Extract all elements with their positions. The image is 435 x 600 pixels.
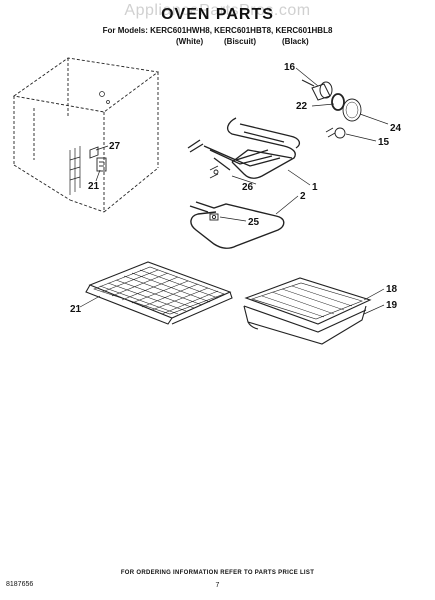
light-bulb-part-15 [325, 127, 346, 139]
element-terminal-part-26 [209, 165, 219, 179]
models-line: For Models: KERC601HWH8, KERC601HBT8, KE… [102, 26, 333, 35]
callout-26: 26 [242, 182, 254, 193]
document-number: 8187656 [6, 581, 34, 588]
callout-1: 1 [312, 182, 318, 193]
callout-21: 21 [70, 304, 82, 315]
callout-16: 16 [284, 62, 296, 73]
terminal-block-part-22 [96, 157, 107, 172]
oven-cavity [12, 57, 160, 213]
broil-pan-part-19 [243, 305, 367, 345]
bracket-part-27 [89, 146, 99, 159]
callout-19: 19 [386, 300, 398, 311]
light-socket-part-16 [301, 79, 333, 101]
callout-24: 24 [390, 123, 402, 134]
callout-15: 15 [378, 137, 390, 148]
callout-labels: 16 22 24 15 27 21 26 1 2 25 21 18 19 [70, 62, 402, 315]
callout-22: 21 [88, 181, 100, 192]
light-lens-part-24 [342, 98, 362, 122]
page-title: OVEN PARTS [161, 6, 274, 23]
callout-25: 25 [248, 217, 260, 228]
page-number: 7 [215, 582, 220, 589]
leader-lines [79, 67, 389, 315]
color-black: (Black) [282, 37, 309, 46]
color-biscuit: (Biscuit) [224, 37, 256, 46]
callout-23: 22 [296, 101, 308, 112]
callout-27: 27 [109, 141, 121, 152]
oven-cavity-front-slots [69, 91, 110, 195]
broil-pan-grid-part-18 [244, 277, 372, 325]
watermark: AppliancePartsPros.com [124, 2, 311, 19]
bake-element-bracket-part-25 [209, 213, 219, 221]
ordering-footer: FOR ORDERING INFORMATION REFER TO PARTS … [120, 570, 315, 576]
broil-element-part-1 [187, 117, 301, 179]
gasket-part-23 [331, 93, 345, 111]
color-white: (White) [176, 37, 204, 46]
callout-2: 2 [300, 191, 306, 202]
bake-element-part-2 [189, 201, 285, 249]
callout-18: 18 [386, 284, 398, 295]
oven-rack-part-21 [85, 261, 233, 325]
